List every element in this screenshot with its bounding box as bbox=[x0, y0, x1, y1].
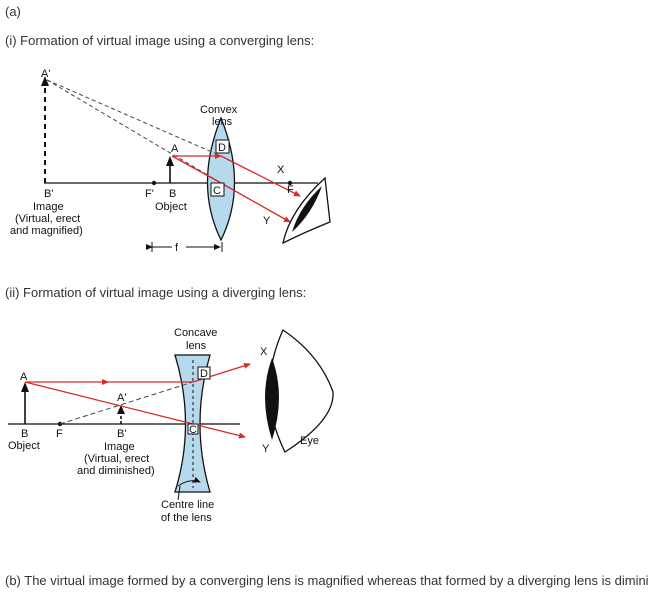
concave-b-prime: B' bbox=[117, 428, 126, 440]
convex-image-arrowhead bbox=[41, 76, 49, 86]
concave-centre-label-1: Centre line bbox=[161, 499, 214, 511]
convex-a-prime: A' bbox=[41, 68, 50, 80]
concave-eye: Eye bbox=[300, 435, 319, 447]
convex-object-arrowhead bbox=[166, 156, 174, 166]
part-b-text: (b) The virtual image formed by a conver… bbox=[5, 573, 648, 588]
convex-ray-centre-incident bbox=[171, 155, 222, 184]
concave-b: B bbox=[21, 428, 28, 440]
heading-diverging: (ii) Formation of virtual image using a … bbox=[5, 285, 307, 300]
concave-a-prime: A' bbox=[117, 392, 126, 404]
convex-lens-diagram: Convex lens A' A D C X Y F F' B Object B… bbox=[10, 68, 331, 254]
convex-c-box bbox=[210, 182, 225, 197]
convex-f-point bbox=[287, 180, 293, 186]
convex-c: C bbox=[213, 185, 221, 197]
concave-image-line-3: and diminished) bbox=[77, 465, 155, 477]
concave-image-arrowhead bbox=[117, 405, 125, 414]
concave-lens-label-2: lens bbox=[186, 340, 207, 352]
concave-ray-centre-incident bbox=[24, 381, 194, 425]
concave-centre-pointer bbox=[177, 485, 181, 501]
convex-lens-label-1: Convex bbox=[200, 104, 238, 116]
concave-lens-label-1: Concave bbox=[174, 327, 217, 339]
convex-extension-1 bbox=[46, 79, 222, 157]
heading-converging: (i) Formation of virtual image using a c… bbox=[5, 33, 315, 48]
convex-eye-lens bbox=[292, 186, 322, 232]
convex-lens-label-2: lens bbox=[212, 116, 233, 128]
concave-y: Y bbox=[262, 443, 270, 455]
convex-b: B bbox=[169, 188, 176, 200]
concave-centre-label-2: of the lens bbox=[161, 512, 212, 524]
concave-object: Object bbox=[8, 440, 40, 452]
convex-image-line-3: and magnified) bbox=[10, 225, 83, 237]
convex-focal-label: f bbox=[175, 242, 179, 254]
convex-b-prime: B' bbox=[44, 188, 53, 200]
convex-f-prime-point bbox=[151, 180, 157, 186]
concave-c: C bbox=[189, 424, 197, 436]
concave-object-arrowhead bbox=[21, 382, 29, 392]
concave-image-line-2: (Virtual, erect bbox=[84, 453, 149, 465]
convex-image-line-1: Image bbox=[33, 201, 64, 213]
concave-x: X bbox=[260, 346, 268, 358]
convex-y: Y bbox=[263, 215, 271, 227]
convex-ray-centre-refracted bbox=[220, 182, 291, 223]
concave-lens-diagram: Concave lens A A' D C X Y Eye B Object F… bbox=[8, 327, 334, 524]
concave-centre-pointer-arrow bbox=[177, 476, 201, 487]
convex-f: F bbox=[287, 184, 294, 196]
convex-a: A bbox=[171, 143, 179, 155]
convex-extension-2 bbox=[46, 79, 222, 184]
convex-image-line-2: (Virtual, erect bbox=[15, 213, 80, 225]
concave-c-box bbox=[187, 423, 199, 435]
convex-f-prime: F' bbox=[145, 188, 154, 200]
convex-object: Object bbox=[155, 201, 187, 213]
concave-extension-focus bbox=[59, 381, 194, 425]
concave-ray-centre-refracted bbox=[192, 423, 246, 439]
convex-d: D bbox=[218, 142, 226, 154]
concave-a: A bbox=[20, 371, 28, 383]
convex-d-box bbox=[215, 139, 230, 154]
concave-eye-lens bbox=[265, 358, 279, 440]
part-a-label: (a) bbox=[5, 4, 21, 19]
convex-ray-parallel-refracted bbox=[220, 155, 301, 197]
concave-eye-outline bbox=[268, 329, 334, 453]
convex-x: X bbox=[277, 164, 285, 176]
convex-lens bbox=[206, 116, 236, 242]
concave-image-line-1: Image bbox=[104, 441, 135, 453]
concave-f: F bbox=[56, 428, 63, 440]
concave-d-box bbox=[197, 366, 211, 380]
concave-d: D bbox=[200, 368, 208, 380]
